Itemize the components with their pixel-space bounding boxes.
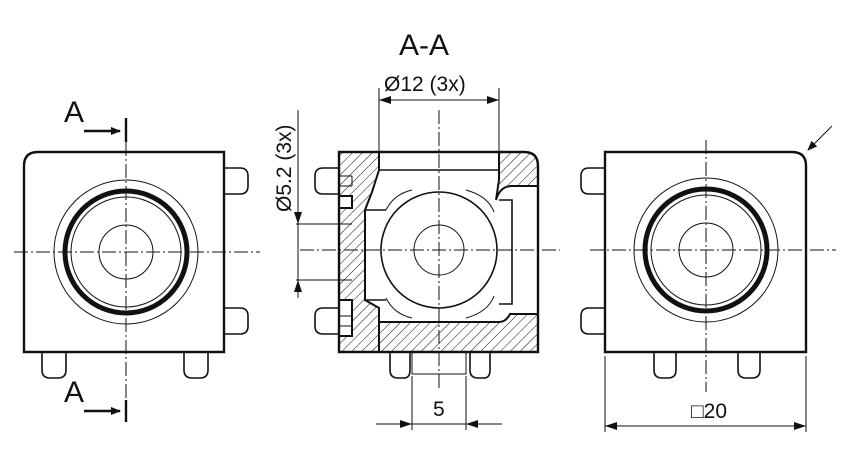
section-pin-lower [314,307,339,335]
corner-leader [807,125,833,151]
square-dim-arrow-right [794,422,806,430]
left-body-outline [22,150,226,354]
left-pin-lower [224,307,249,335]
bore-dim-arrow-right [487,96,499,104]
right-pin-bottom-2 [737,352,761,379]
square-dimension: □20 [691,400,727,423]
left-pin-bottom-1 [41,352,67,379]
right-pin-upper [580,167,605,195]
right-pin-lower [580,307,605,335]
left-view: A A [14,96,260,422]
slot-dimension: 5 [433,398,445,421]
section-pin-upper [314,167,339,195]
hole-dimension: Ø5.2 (3x) [273,124,296,212]
section-pin-bottom-2 [469,352,491,379]
section-pin-bottom-1 [389,352,411,379]
hole-dim-arrow-top [294,212,302,224]
section-title: A-A [399,29,449,62]
section-marker-top: A [64,96,84,129]
section-pin-lower-slot [339,315,353,327]
section-view: A-A Ø12 (3x) Ø5.2 (3x) [273,29,560,430]
left-pin-upper [224,167,249,195]
right-pin-bottom-1 [653,352,677,379]
bore-dimension: Ø12 (3x) [384,73,466,96]
bore-dim-arrow-left [379,96,391,104]
square-dim-arrow-left [605,422,617,430]
hole-dim-arrow-bottom [294,280,302,292]
right-body-outline [603,150,808,354]
right-view: □20 [580,125,836,432]
hatch-bottom [378,313,539,353]
hatch-top-right [495,151,539,201]
section-cavity-arcs [385,189,495,319]
section-marker-bottom: A [64,376,84,409]
slot-dim-arrow-right [466,420,478,428]
hatch-left-wall [338,151,380,353]
left-pin-bottom-2 [183,352,209,379]
slot-dim-arrow-left [400,420,412,428]
